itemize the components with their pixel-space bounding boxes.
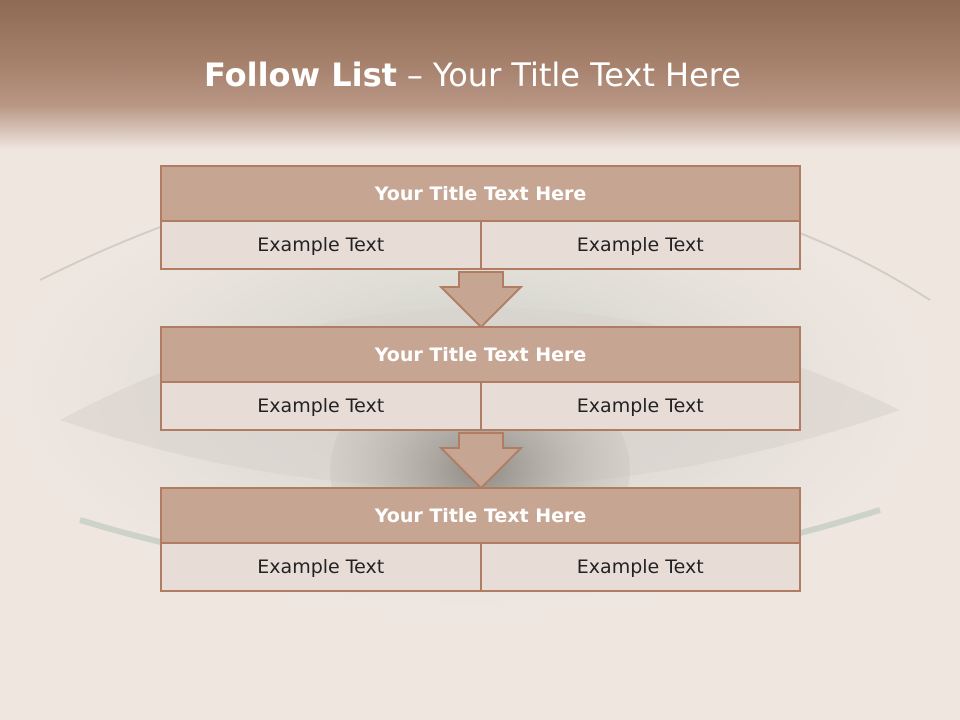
slide-title-separator: –: [406, 56, 423, 94]
step-cell-left: Example Text: [160, 382, 481, 431]
step-block-3: Your Title Text Here Example Text Exampl…: [160, 487, 801, 592]
step-cell-left: Example Text: [160, 221, 481, 270]
step-cell-left: Example Text: [160, 543, 481, 592]
step-cell-right: Example Text: [480, 221, 801, 270]
step-cell-right: Example Text: [480, 543, 801, 592]
step-title: Your Title Text Here: [160, 326, 801, 382]
step-block-1: Your Title Text Here Example Text Exampl…: [160, 165, 801, 270]
down-arrow-icon: [438, 432, 524, 490]
step-cell-right: Example Text: [480, 382, 801, 431]
slide-title-bold: Follow List: [204, 56, 397, 94]
down-arrow-icon: [438, 271, 524, 329]
step-title: Your Title Text Here: [160, 487, 801, 543]
slide-title: Follow List–Your Title Text Here: [0, 56, 945, 94]
step-block-2: Your Title Text Here Example Text Exampl…: [160, 326, 801, 431]
header-band: [0, 0, 960, 150]
step-title: Your Title Text Here: [160, 165, 801, 221]
slide-title-rest: Your Title Text Here: [432, 56, 741, 94]
